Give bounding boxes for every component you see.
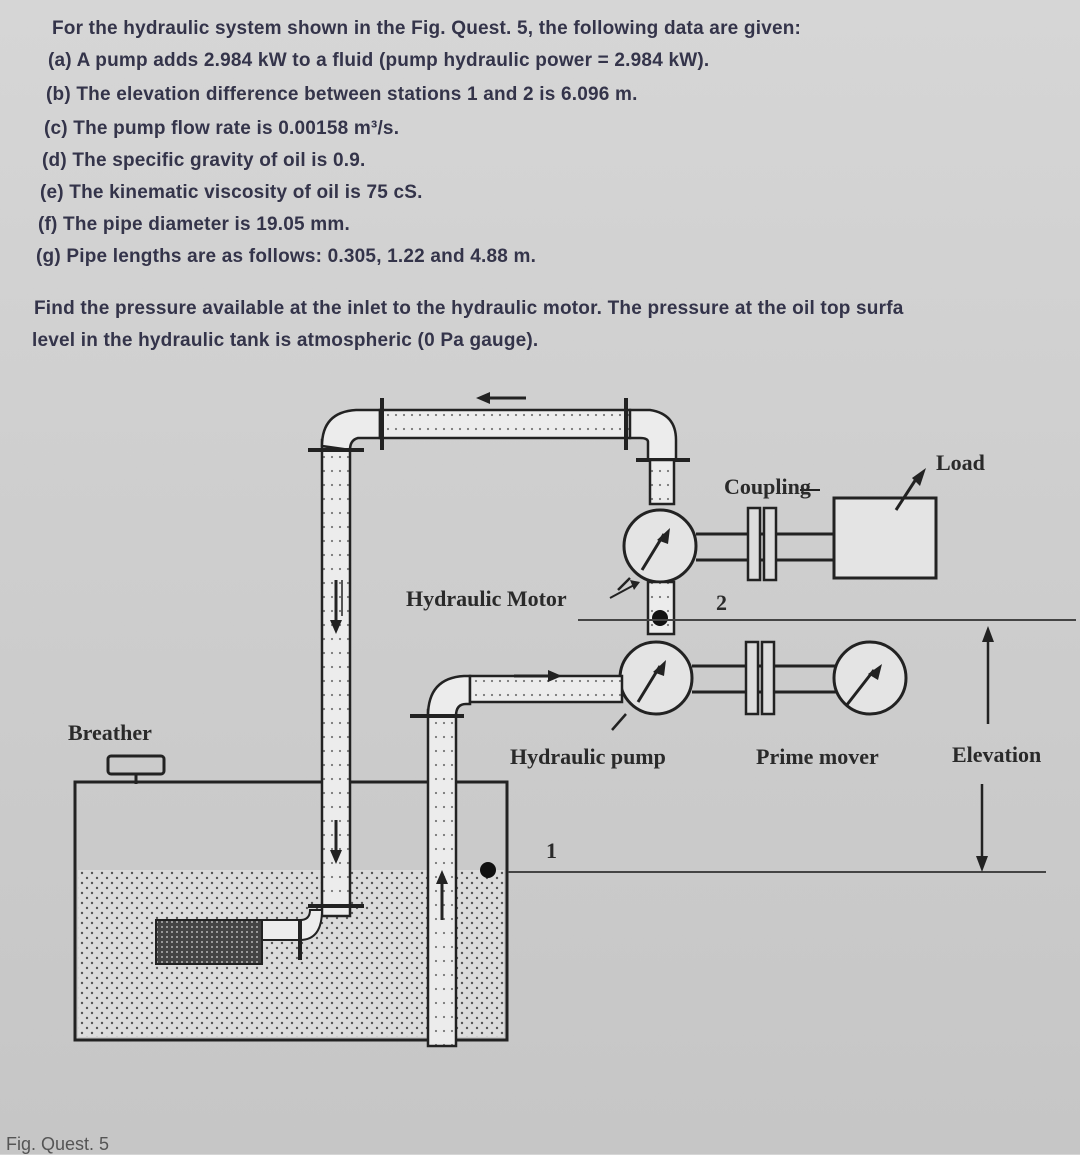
hydraulic-pump-icon <box>611 640 694 731</box>
figure-caption: Fig. Quest. 5 <box>6 1134 110 1154</box>
prime-mover-icon <box>832 640 908 716</box>
label-prime-mover: Prime mover <box>756 744 879 769</box>
given-item-g: (g) Pipe lengths are as follows: 0.305, … <box>36 246 537 267</box>
station-2-marker <box>578 580 1076 636</box>
given-item-f: (f) The pipe diameter is 19.05 mm. <box>38 214 350 235</box>
suction-pipe <box>410 670 624 1048</box>
given-item-b: (b) The elevation difference between sta… <box>46 84 638 105</box>
label-elevation: Elevation <box>952 742 1042 767</box>
suction-filter <box>155 919 263 965</box>
diagram-drawing <box>73 392 1076 1048</box>
hydraulic-system-diagram: Load Coupling Hydraulic Motor 2 Breather… <box>0 380 1080 1154</box>
question-line-1: Find the pressure available at the inlet… <box>34 298 904 319</box>
label-station-2: 2 <box>716 590 727 615</box>
motor-label-leader <box>609 583 637 599</box>
given-item-a: (a) A pump adds 2.984 kW to a fluid (pum… <box>48 50 710 71</box>
load-box <box>832 468 938 580</box>
label-load: Load <box>936 450 985 475</box>
motor-coupling <box>696 506 834 582</box>
label-station-1: 1 <box>546 838 557 863</box>
station-1-marker <box>480 862 1046 878</box>
breather-icon <box>106 754 166 784</box>
motor-inlet-pipe <box>648 458 676 506</box>
given-item-c: (c) The pump flow rate is 0.00158 m³/s. <box>44 118 400 139</box>
pump-coupling <box>692 640 838 716</box>
hydraulic-motor-icon <box>617 508 698 591</box>
given-item-d: (d) The specific gravity of oil is 0.9. <box>42 150 366 171</box>
label-coupling: Coupling <box>724 474 811 499</box>
label-hydraulic-motor: Hydraulic Motor <box>406 586 567 611</box>
top-horizontal-pipe <box>378 392 690 462</box>
label-hydraulic-pump: Hydraulic pump <box>510 744 666 769</box>
return-pipe <box>261 408 382 960</box>
problem-intro: For the hydraulic system shown in the Fi… <box>52 18 802 39</box>
elevation-dimension <box>976 626 994 872</box>
given-item-e: (e) The kinematic viscosity of oil is 75… <box>40 182 423 203</box>
question-line-2: level in the hydraulic tank is atmospher… <box>32 330 539 351</box>
label-breather: Breather <box>68 720 152 745</box>
